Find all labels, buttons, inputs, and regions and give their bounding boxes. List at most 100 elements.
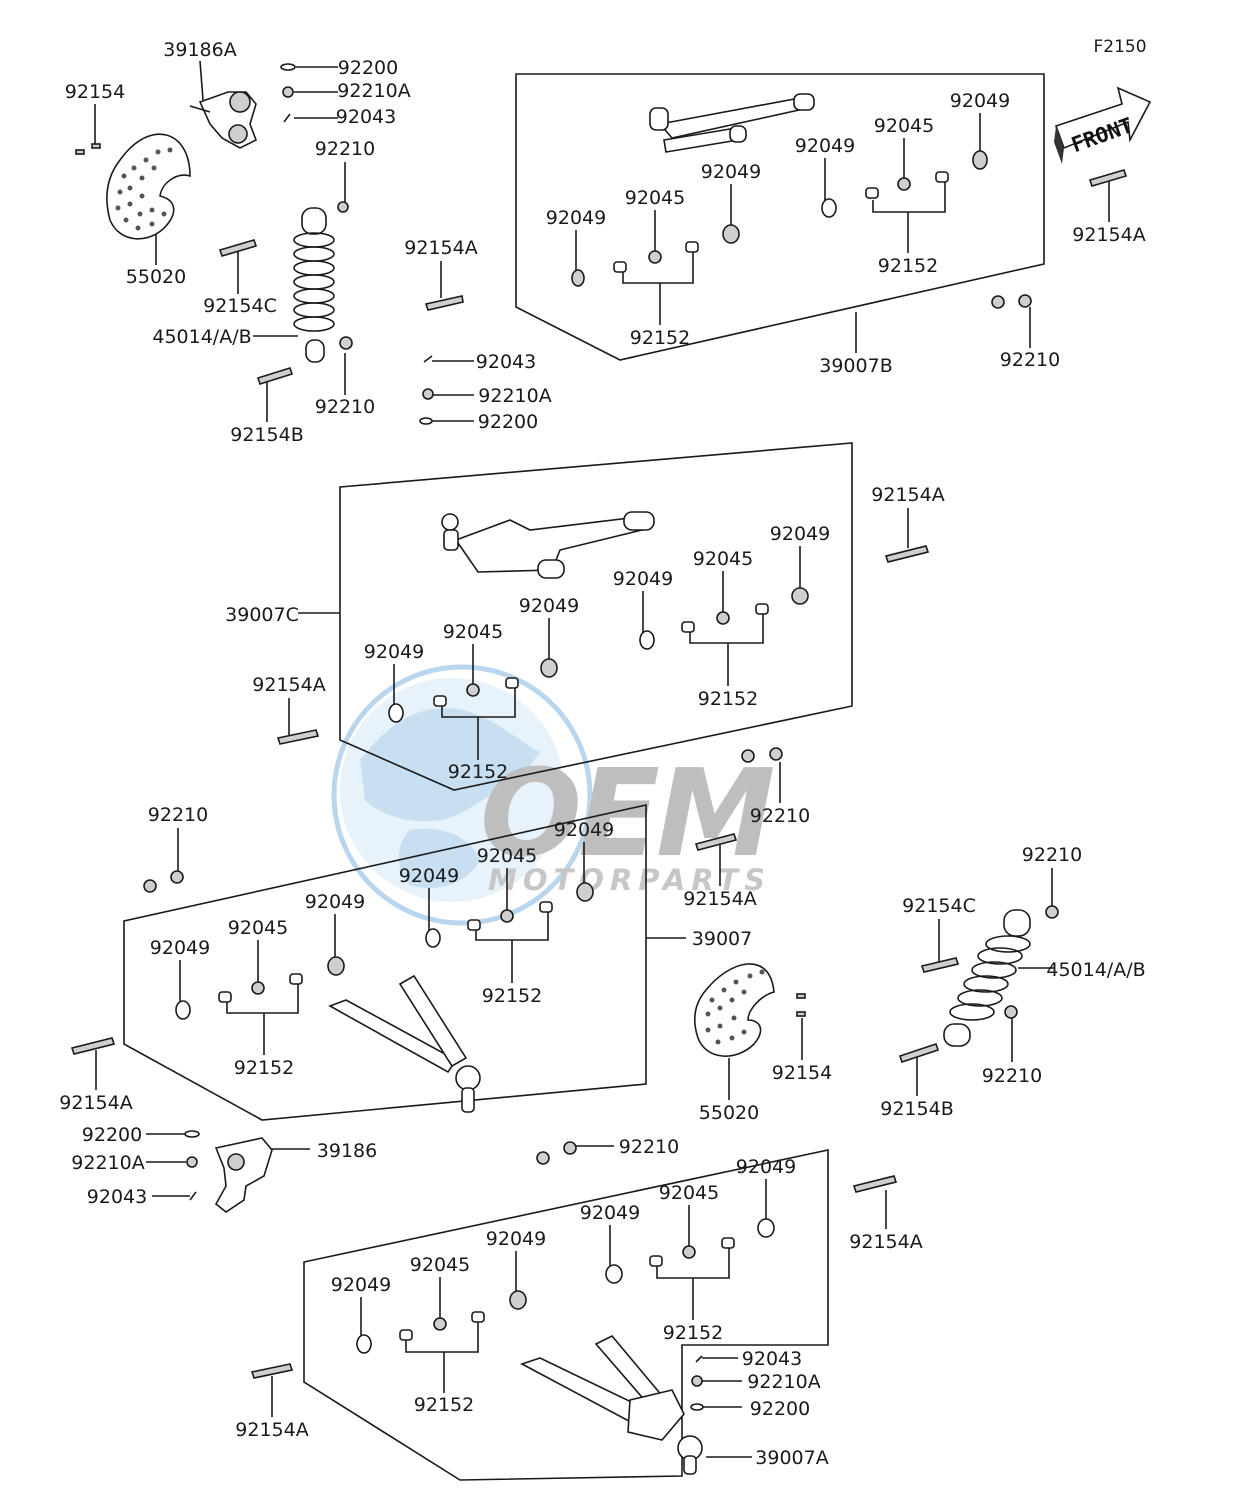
front-arrow: FRONT: [1054, 86, 1152, 164]
arm-39007b: [649, 93, 815, 153]
part-number-label: 92154B: [230, 424, 303, 446]
callout-labels: 9215439186A9220092210A920439221055020921…: [59, 37, 1146, 1469]
part-number-label: 92049: [736, 1156, 796, 1178]
disc-guard-55020-top: [106, 133, 191, 240]
watermark: OEM MOTORPARTS: [331, 664, 777, 926]
shock-45014-top: [293, 207, 335, 363]
part-number-label: 92210: [750, 805, 810, 827]
part-number-label: 55020: [699, 1102, 759, 1124]
part-number-label: 92200: [750, 1398, 810, 1420]
part-number-label: 92154A: [59, 1092, 132, 1114]
part-number-label: 92154: [65, 81, 125, 103]
part-number-label: 55020: [126, 266, 186, 288]
part-number-label: F2150: [1093, 37, 1146, 57]
part-number-label: 92049: [519, 595, 579, 617]
watermark-brand: OEM: [480, 745, 773, 884]
part-number-label: 92152: [482, 985, 542, 1007]
part-number-label: 39007B: [819, 355, 892, 377]
part-number-label: 92049: [795, 135, 855, 157]
part-number-label: 92049: [331, 1274, 391, 1296]
part-number-label: 92152: [448, 761, 508, 783]
part-number-label: 92049: [554, 819, 614, 841]
part-number-label: 92154: [772, 1062, 832, 1084]
part-number-label: 92152: [414, 1394, 474, 1416]
part-number-label: 92152: [663, 1322, 723, 1344]
part-number-label: 92210A: [71, 1152, 144, 1174]
arm-39007a: [519, 1335, 703, 1475]
part-number-label: 92210: [982, 1065, 1042, 1087]
knuckle-39186a: [189, 91, 258, 149]
part-number-label: 39007: [692, 928, 752, 950]
frame-39007C: [339, 442, 853, 791]
frame-39007B: [515, 73, 1045, 361]
part-number-label: 39007C: [225, 604, 299, 626]
knuckle-39186: [214, 1137, 273, 1213]
part-number-label: 92049: [486, 1228, 546, 1250]
part-number-label: 92210A: [747, 1371, 820, 1393]
disc-guard-55020-bottom: [693, 963, 775, 1057]
part-number-label: 92043: [476, 351, 536, 373]
frame-39007: [123, 804, 647, 1121]
part-number-label: 92043: [87, 1186, 147, 1208]
part-number-label: 92045: [625, 187, 685, 209]
part-number-label: 92200: [338, 57, 398, 79]
part-number-label: 92049: [770, 523, 830, 545]
part-number-label: 92154A: [849, 1231, 922, 1253]
part-number-label: 92210A: [337, 80, 410, 102]
part-number-label: 92152: [234, 1057, 294, 1079]
part-number-label: 92154A: [683, 888, 756, 910]
part-number-label: 92049: [701, 161, 761, 183]
part-number-label: 92154C: [203, 295, 277, 317]
part-number-label: 92210: [619, 1136, 679, 1158]
part-number-label: 92049: [580, 1202, 640, 1224]
part-number-label: 92045: [874, 115, 934, 137]
part-number-label: 92210: [315, 396, 375, 418]
part-number-label: 92154C: [902, 895, 976, 917]
part-number-label: 92049: [305, 891, 365, 913]
arm-39007: [328, 974, 481, 1113]
part-number-label: 92045: [443, 621, 503, 643]
part-number-label: 39186A: [163, 39, 236, 61]
part-number-label: 92154A: [404, 237, 477, 259]
part-number-label: 92200: [478, 411, 538, 433]
part-number-label: 92049: [150, 937, 210, 959]
part-number-label: 92043: [742, 1348, 802, 1370]
part-illustrations: FRONT: [70, 63, 1152, 1475]
part-number-label: 45014/A/B: [152, 326, 251, 348]
part-number-label: 92043: [336, 106, 396, 128]
part-number-label: 92049: [613, 568, 673, 590]
part-number-label: 92049: [950, 90, 1010, 112]
part-number-label: 92045: [477, 845, 537, 867]
frame-39007A: [303, 1149, 829, 1481]
part-number-label: 92049: [399, 865, 459, 887]
part-number-label: 92154B: [880, 1098, 953, 1120]
part-number-label: 92049: [546, 207, 606, 229]
part-number-label: 92045: [693, 548, 753, 570]
part-number-label: 92045: [410, 1254, 470, 1276]
part-number-label: 39007A: [755, 1447, 828, 1469]
shock-45014-right: [943, 909, 1031, 1047]
arm-39007c: [441, 511, 655, 579]
part-number-label: 92210: [148, 804, 208, 826]
part-number-label: 39186: [317, 1140, 377, 1162]
part-number-label: 92154A: [1072, 224, 1145, 246]
watermark-sub: MOTORPARTS: [488, 863, 771, 897]
part-number-label: 92154A: [252, 674, 325, 696]
part-number-label: 92210: [1022, 844, 1082, 866]
part-number-label: 92210: [315, 138, 375, 160]
part-number-label: 92152: [698, 688, 758, 710]
part-number-label: 92154A: [871, 484, 944, 506]
part-number-label: 92154A: [235, 1419, 308, 1441]
part-number-label: 92049: [364, 641, 424, 663]
part-number-label: 92152: [630, 327, 690, 349]
part-number-label: 92210: [1000, 349, 1060, 371]
watermark-globe: [331, 664, 593, 926]
part-number-label: 92152: [878, 255, 938, 277]
part-number-label: 92210A: [478, 385, 551, 407]
part-number-label: 92045: [228, 917, 288, 939]
part-number-label: 92200: [82, 1124, 142, 1146]
leader-lines: [94, 60, 1110, 1458]
part-number-label: 92045: [659, 1182, 719, 1204]
